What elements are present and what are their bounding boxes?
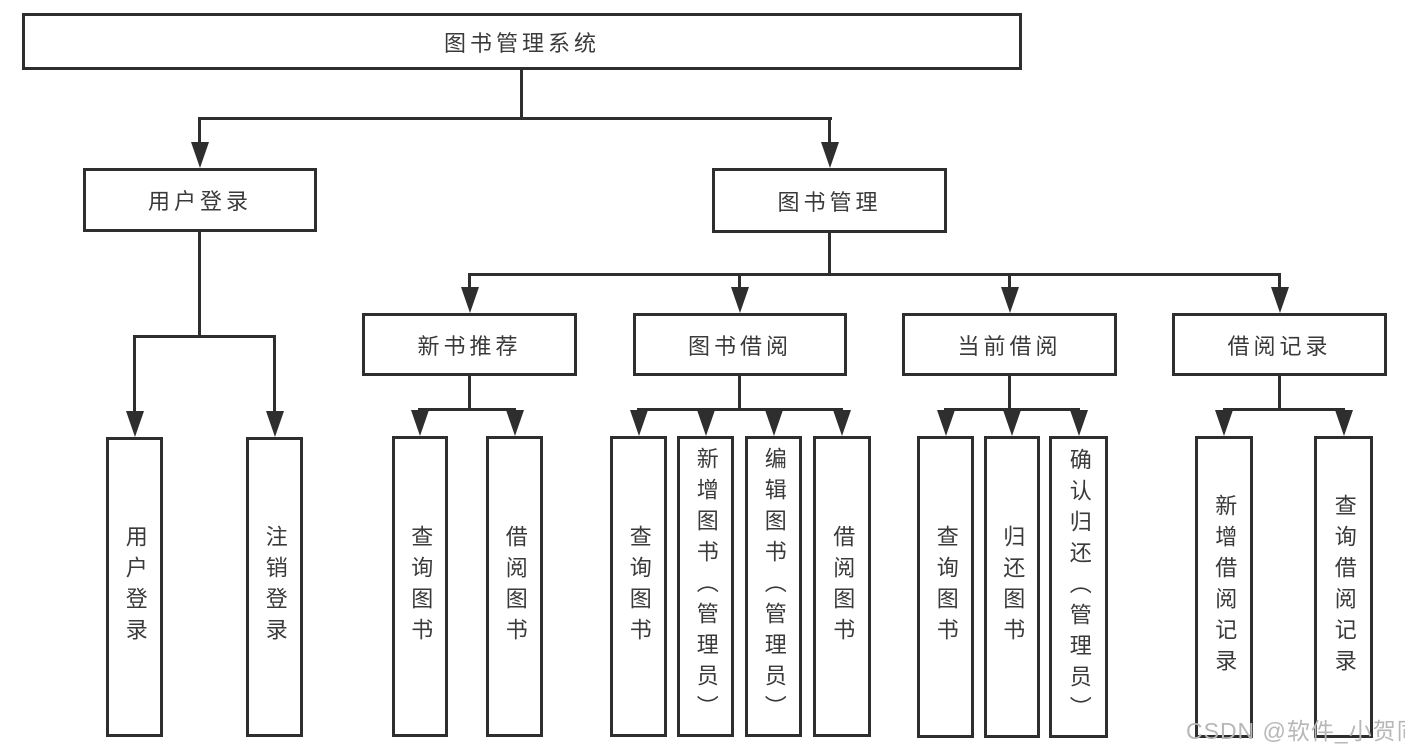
node-book-borrow-label: 图书借阅	[687, 333, 792, 359]
arrow-down-icon	[266, 411, 284, 437]
arrow-down-icon	[821, 142, 839, 168]
node-confirm-return-admin: 确认归还（管理员）	[1049, 436, 1108, 738]
arrow-down-icon	[461, 287, 479, 313]
arrow-down-icon	[1003, 410, 1021, 436]
node-book-borrow: 图书借阅	[633, 313, 847, 376]
node-confirm-return-admin-label: 确认归还（管理员）	[1066, 447, 1092, 727]
connector-line	[520, 70, 523, 118]
node-borrow-books-recommend-label: 借阅图书	[502, 524, 528, 649]
node-user-login-leaf: 用户登录	[106, 437, 163, 737]
connector-line	[738, 376, 741, 410]
node-borrow-records: 借阅记录	[1172, 313, 1387, 376]
node-book-management: 图书管理	[712, 168, 947, 233]
connector-line	[1008, 273, 1011, 289]
arrow-down-icon	[191, 142, 209, 168]
node-query-books-current-label: 查询图书	[933, 525, 959, 649]
connector-line	[944, 408, 1080, 411]
arrow-down-icon	[411, 410, 429, 436]
watermark: CSDN @软件_小贺同学	[1186, 718, 1405, 744]
arrow-down-icon	[1271, 287, 1289, 313]
node-edit-book-admin: 编辑图书（管理员）	[745, 436, 802, 737]
arrow-down-icon	[506, 410, 524, 436]
node-current-borrow-label: 当前借阅	[957, 333, 1062, 359]
arrow-down-icon	[1335, 410, 1353, 436]
node-query-borrow-record: 查询借阅记录	[1314, 436, 1373, 738]
connector-line	[273, 335, 276, 415]
node-add-borrow-record: 新增借阅记录	[1195, 436, 1253, 738]
arrow-down-icon	[833, 410, 851, 436]
arrow-down-icon	[630, 410, 648, 436]
connector-line	[468, 273, 471, 289]
node-add-book-admin-label: 新增图书（管理员）	[693, 447, 719, 726]
node-borrow-books-leaf: 借阅图书	[813, 436, 871, 737]
node-borrow-books-leaf-label: 借阅图书	[830, 524, 856, 649]
node-query-borrow-record-label: 查询借阅记录	[1331, 494, 1357, 680]
connector-line	[637, 408, 843, 411]
node-logout-leaf: 注销登录	[246, 437, 303, 737]
node-current-borrow: 当前借阅	[902, 313, 1117, 376]
node-book-management-label: 图书管理	[777, 189, 882, 215]
arrow-down-icon	[697, 410, 715, 436]
arrow-down-icon	[731, 287, 749, 313]
node-return-books: 归还图书	[984, 436, 1040, 738]
node-logout-leaf-label: 注销登录	[262, 525, 288, 649]
node-user-login-leaf-label: 用户登录	[122, 525, 148, 649]
node-user-login-label: 用户登录	[147, 189, 252, 214]
connector-line	[738, 273, 741, 289]
node-new-book-recommend-label: 新书推荐	[417, 333, 522, 359]
connector-line	[1278, 376, 1281, 410]
arrow-down-icon	[1001, 287, 1019, 313]
node-query-books-current: 查询图书	[917, 436, 974, 738]
arrow-down-icon	[126, 411, 144, 437]
node-borrow-books-recommend: 借阅图书	[486, 436, 543, 737]
arrow-down-icon	[1215, 410, 1233, 436]
arrow-down-icon	[937, 410, 955, 436]
connector-line	[418, 408, 516, 411]
node-root-label: 图书管理系统	[443, 30, 600, 56]
connector-line	[468, 273, 1281, 276]
node-new-book-recommend: 新书推荐	[362, 313, 577, 376]
arrow-down-icon	[765, 410, 783, 436]
connector-line	[198, 117, 201, 144]
connector-line	[468, 376, 471, 410]
node-edit-book-admin-label: 编辑图书（管理员）	[761, 447, 787, 726]
connector-line	[198, 232, 201, 336]
node-query-books-recommend: 查询图书	[392, 436, 448, 737]
node-borrow-records-label: 借阅记录	[1227, 333, 1332, 359]
connector-line	[828, 117, 831, 144]
connector-line	[133, 335, 276, 338]
node-return-books-label: 归还图书	[1000, 525, 1026, 649]
connector-line	[1223, 408, 1345, 411]
node-query-books-recommend-label: 查询图书	[408, 524, 434, 649]
node-query-books-borrow: 查询图书	[610, 436, 667, 737]
connector-line	[1278, 273, 1281, 289]
connector-line	[1008, 376, 1011, 410]
node-root: 图书管理系统	[22, 13, 1022, 70]
connector-line	[133, 335, 136, 415]
connector-line	[828, 233, 831, 274]
arrow-down-icon	[1070, 410, 1088, 436]
node-add-book-admin: 新增图书（管理员）	[677, 436, 734, 737]
node-user-login: 用户登录	[83, 168, 317, 232]
node-query-books-borrow-label: 查询图书	[626, 524, 652, 649]
node-add-borrow-record-label: 新增借阅记录	[1212, 494, 1238, 680]
connector-line	[198, 117, 832, 120]
